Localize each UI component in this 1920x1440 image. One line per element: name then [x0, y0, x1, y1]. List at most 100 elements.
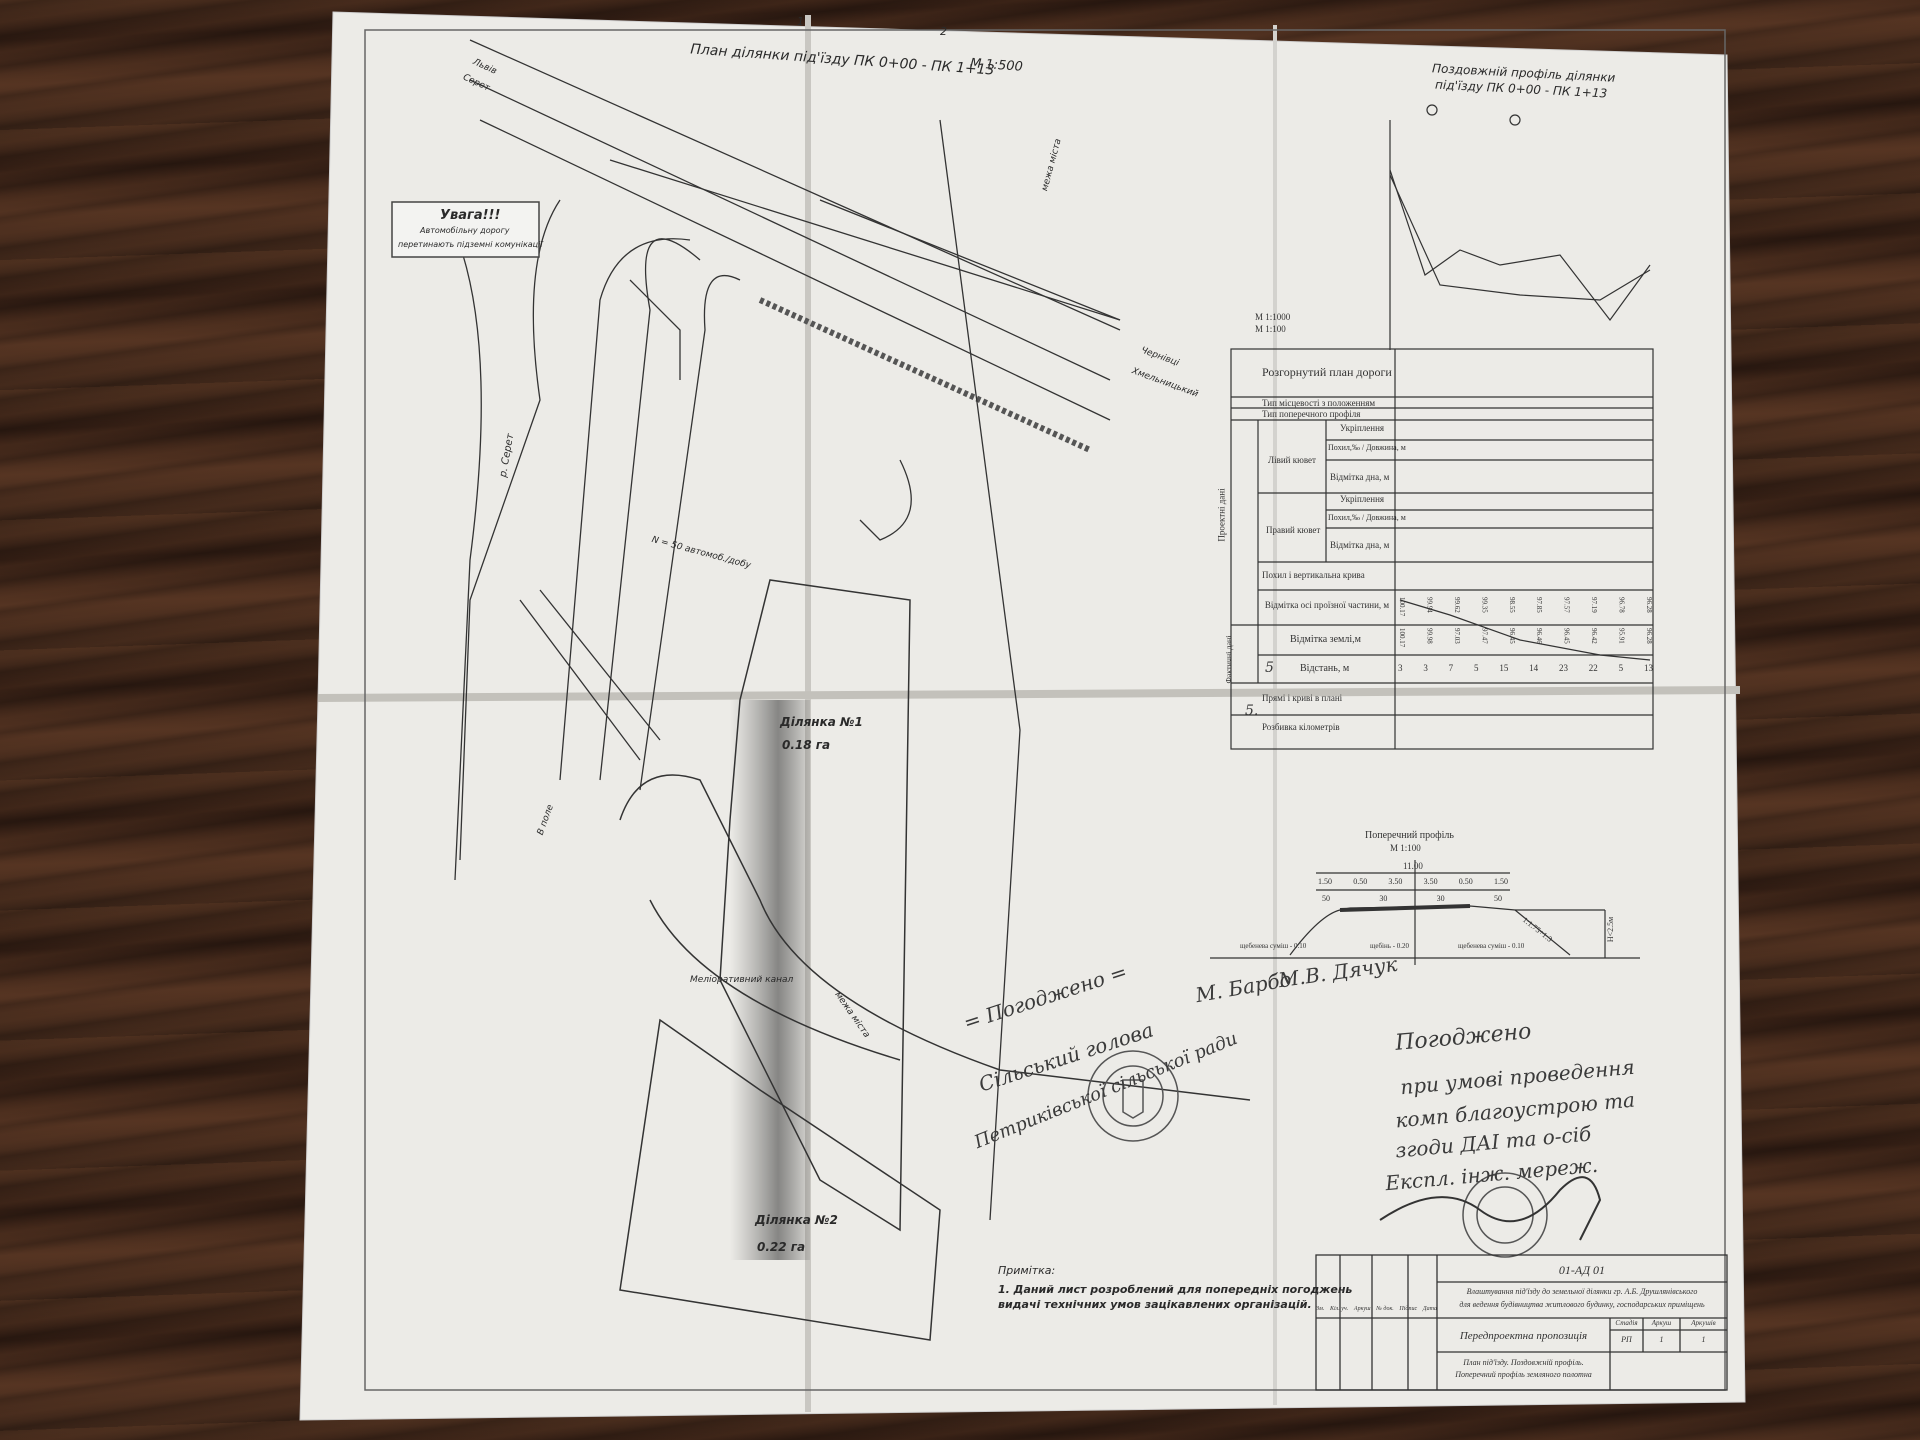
revision-header: Підпис [1399, 1306, 1418, 1312]
group-right-ditch: Правий кювет [1266, 525, 1321, 535]
cross-section-scale: М 1:100 [1390, 843, 1421, 853]
ground-mark: 96.45 [1507, 628, 1516, 644]
profile-row-label: Розгорнутий план дороги [1262, 365, 1392, 379]
paper-sheet [299, 11, 1746, 1421]
drawing-code: 01-АД 01 [1558, 1263, 1606, 1277]
profile-row-label: Укріплення [1340, 494, 1385, 504]
ground-mark: 99.98 [1425, 628, 1434, 644]
title-block-grid [1315, 1254, 1728, 1391]
sheet-value: 1 [1659, 1335, 1664, 1344]
profile-scale-h: М 1:1000 [1255, 312, 1291, 322]
axis-marks-row: 100.17 99.94 99.62 99.35 98.55 97.85 97.… [1398, 597, 1653, 621]
revision-header: Аркуш [1353, 1306, 1371, 1312]
ground-mark: 100.17 [1398, 628, 1406, 648]
drawing-frame [364, 29, 1726, 1391]
profile-graph [1389, 104, 1651, 350]
warning-text-1: Автомобільну дорогу [420, 226, 510, 235]
distances-row: 3 3 7 5 15 14 23 22 5 13 [1398, 663, 1653, 673]
sheets-value: 1 [1701, 1335, 1706, 1344]
profile-row-label: Відстань, м [1300, 663, 1350, 674]
sheet-mark-2: 2 [940, 25, 947, 38]
distance: 7 [1448, 663, 1454, 673]
slope-row: 50 30 30 50 [1322, 894, 1502, 903]
warning-text-2: перетинають підземні комунікації [398, 240, 543, 249]
plot2-name: Ділянка №2 [755, 1213, 838, 1227]
note-line-1: 1. Даний лист розроблений для попередніх… [998, 1283, 1353, 1296]
dimension-row: 1.50 0.50 3.50 3.50 0.50 1.50 [1318, 877, 1508, 886]
col-sheets: Аркушів [1691, 1319, 1716, 1327]
profile-row-label: Укріплення [1340, 423, 1385, 433]
axis-mark: 97.19 [1590, 597, 1599, 613]
ground-mark: 97.47 [1480, 628, 1489, 644]
axis-mark: 97.57 [1562, 597, 1571, 613]
distance: 15 [1499, 663, 1509, 673]
copy-shadow [730, 700, 810, 1260]
stage-label: Передпроектна пропозиція [1459, 1330, 1588, 1342]
ground-marks-row: 100.17 99.98 97.03 97.47 96.45 96.46 96.… [1398, 628, 1653, 652]
dimension: 1.50 [1318, 877, 1332, 886]
distance: 5 [1473, 663, 1479, 673]
slope: 50 [1322, 894, 1330, 903]
profile-row-label: Відмітка дна, м [1330, 472, 1390, 482]
axis-mark: 98.55 [1507, 597, 1516, 613]
group-left-ditch: Лівий кювет [1268, 455, 1316, 465]
group-design-label: Проектні дані [1216, 488, 1227, 542]
description-line-2: для ведення будівництва житлового будинк… [1459, 1300, 1705, 1309]
note-heading: Примітка: [998, 1264, 1056, 1277]
revision-header: Зм. [1316, 1306, 1325, 1312]
profile-row-label: Прямі і криві в плані [1262, 693, 1343, 703]
profile-row-label: Похил,‰ / Довжина, м [1328, 443, 1406, 452]
group-actual-label: Фактичні дані [1224, 635, 1234, 684]
profile-row-label: Відмітка дна, м [1330, 540, 1390, 550]
total-width: 11.00 [1403, 861, 1423, 871]
slope: 50 [1493, 894, 1502, 903]
axis-mark: 99.94 [1425, 597, 1434, 613]
plot1-area: 0.18 га [782, 738, 831, 752]
slope: 30 [1379, 894, 1388, 903]
dimension: 1.50 [1493, 877, 1508, 886]
layer-2: щебінь - 0.20 [1370, 942, 1410, 950]
profile-row-label: Тип поперечного профіля [1262, 409, 1361, 419]
plot2-area: 0.22 га [757, 1240, 806, 1254]
profile-table-grid [1230, 348, 1654, 750]
official-seal-stamp [1087, 1050, 1179, 1142]
sheet-title-2: Поперечний профіль земляного полотна [1455, 1370, 1592, 1379]
dimension: 3.50 [1388, 877, 1403, 886]
layer-1: щебенева суміш - 0.10 [1240, 942, 1307, 950]
axis-mark: 99.62 [1452, 597, 1461, 613]
axis-mark: 97.85 [1535, 597, 1544, 613]
cross-section-drawing [1210, 860, 1640, 965]
city-limit-line [939, 119, 1021, 1221]
handwritten-5b: 5. [1245, 703, 1259, 719]
ground-mark: 95.91 [1617, 628, 1626, 644]
axis-mark: 99.35 [1480, 597, 1489, 613]
note-line-2: видачі технічних умов зацікавлених орган… [998, 1298, 1312, 1311]
revision-header: Кіл. уч. [1329, 1306, 1349, 1312]
canal-label: Меліоративний канал [690, 975, 794, 985]
plot1-name: Ділянка №1 [780, 715, 863, 729]
slope: 30 [1436, 894, 1445, 903]
plot-boundaries [619, 579, 1251, 1341]
ground-mark: 96.28 [1644, 628, 1653, 644]
axis-mark: 96.78 [1617, 597, 1626, 613]
distance: 23 [1558, 663, 1568, 673]
profile-row-label: Відмітка осі проїзної частини, м [1264, 600, 1390, 610]
warning-box [391, 201, 540, 258]
height-label: H<2.5м [1606, 916, 1616, 943]
warning-title: Увага!!! [440, 208, 501, 223]
dimension: 0.50 [1458, 877, 1473, 886]
dimension: 0.50 [1353, 877, 1368, 886]
distance: 14 [1529, 663, 1539, 673]
revision-header: № док. [1376, 1306, 1394, 1312]
revision-headers: Зм. Кіл. уч. Аркуш № док. Підпис Дата [1316, 1306, 1437, 1312]
profile-row-label: Розбивка кілометрів [1262, 722, 1340, 732]
description-line-1: Влаштування під'їзду до земельної ділянк… [1466, 1287, 1698, 1296]
axis-mark: 100.17 [1398, 597, 1406, 617]
profile-row-label: Відмітка землі,м [1290, 634, 1361, 645]
ground-mark: 96.46 [1535, 628, 1544, 644]
distance: 3 [1398, 663, 1403, 673]
signature-right [1379, 1176, 1602, 1241]
sheet-title-1: План під'їзду. Поздовжній профіль. [1463, 1358, 1584, 1367]
profile-scale-v: М 1:100 [1255, 324, 1286, 334]
